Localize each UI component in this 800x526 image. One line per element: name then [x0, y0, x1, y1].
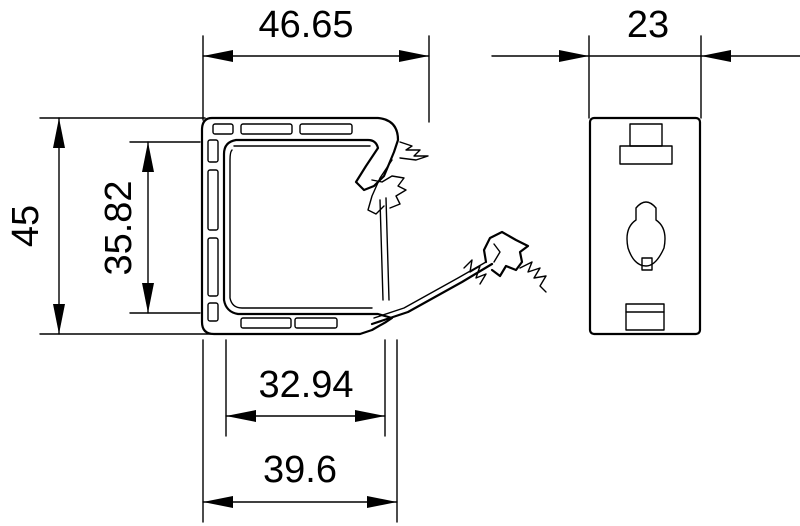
dimension-width-overall: 46.65	[202, 4, 430, 123]
clip-front-view	[200, 116, 547, 336]
dimension-depth: 23	[491, 4, 800, 119]
dimension-width-base: 39.6	[202, 339, 398, 523]
dimension-label-depth: 23	[627, 4, 669, 46]
clip-side-view	[588, 116, 702, 336]
dimension-height-overall: 45	[5, 117, 216, 335]
dimension-label-height-overall: 45	[5, 205, 47, 247]
dimension-width-inner: 32.94	[225, 339, 386, 437]
dimension-label-width-base: 39.6	[263, 449, 337, 491]
dimension-label-width-overall: 46.65	[258, 4, 353, 46]
dimension-label-width-inner: 32.94	[258, 364, 353, 406]
dimension-height-inner: 35.82	[98, 141, 201, 314]
dimension-label-height-inner: 35.82	[98, 180, 140, 275]
